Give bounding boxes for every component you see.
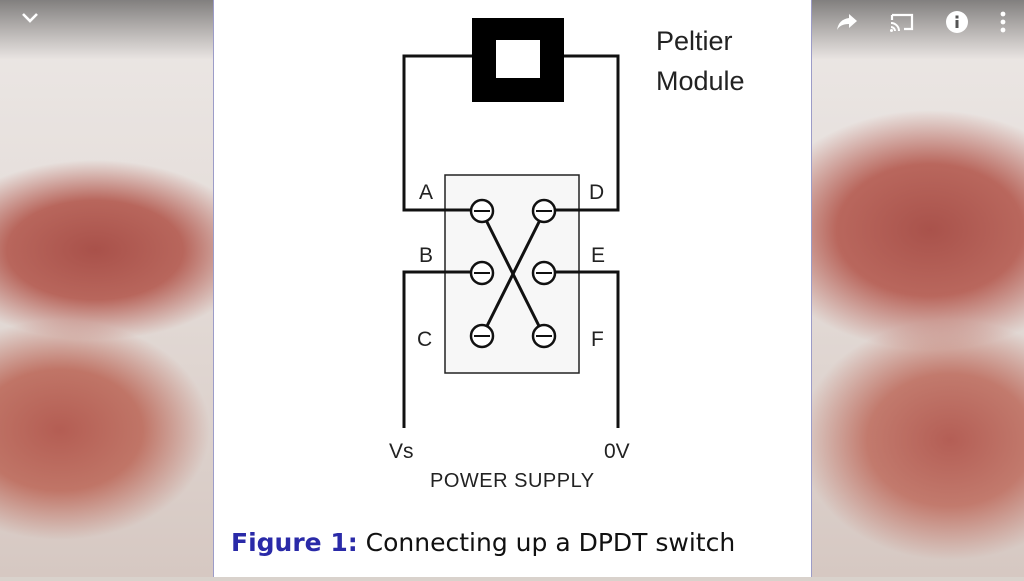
terminal-label-d: D	[589, 181, 605, 204]
terminal-label-a: A	[419, 181, 434, 204]
more-vert-icon[interactable]	[988, 8, 1018, 36]
wire-vs-to-b	[402, 270, 472, 428]
module-label-line1: Peltier	[656, 26, 733, 56]
terminal-label-c: C	[417, 328, 433, 351]
wire-d-to-c	[480, 211, 546, 337]
wire-ov-to-e	[554, 270, 620, 428]
chevron-down-icon[interactable]	[15, 4, 45, 32]
terminal-label-e: E	[591, 244, 606, 267]
power-supply-label: POWER SUPPLY	[430, 470, 595, 492]
ov-label: 0V	[604, 440, 630, 463]
caption-text: Connecting up a DPDT switch	[357, 528, 736, 557]
info-icon[interactable]	[942, 8, 972, 36]
caption-prefix: Figure 1:	[231, 528, 358, 557]
wire-module-to-a	[402, 54, 482, 212]
cast-icon[interactable]	[887, 8, 917, 36]
figure-panel: Peltier Module A B C D E F Vs 0V POWER S…	[213, 0, 812, 577]
terminal-label-f: F	[591, 328, 604, 351]
module-label-line2: Module	[656, 66, 745, 96]
dpdt-diagram	[402, 18, 620, 428]
figure-caption: Figure 1: Connecting up a DPDT switch	[231, 528, 735, 557]
vs-label: Vs	[389, 440, 414, 463]
wire-module-to-d	[544, 54, 620, 212]
peltier-module-window	[496, 40, 540, 78]
share-icon[interactable]	[832, 8, 862, 36]
terminal-label-b: B	[419, 244, 434, 267]
add-to-queue-icon[interactable]	[776, 8, 806, 36]
